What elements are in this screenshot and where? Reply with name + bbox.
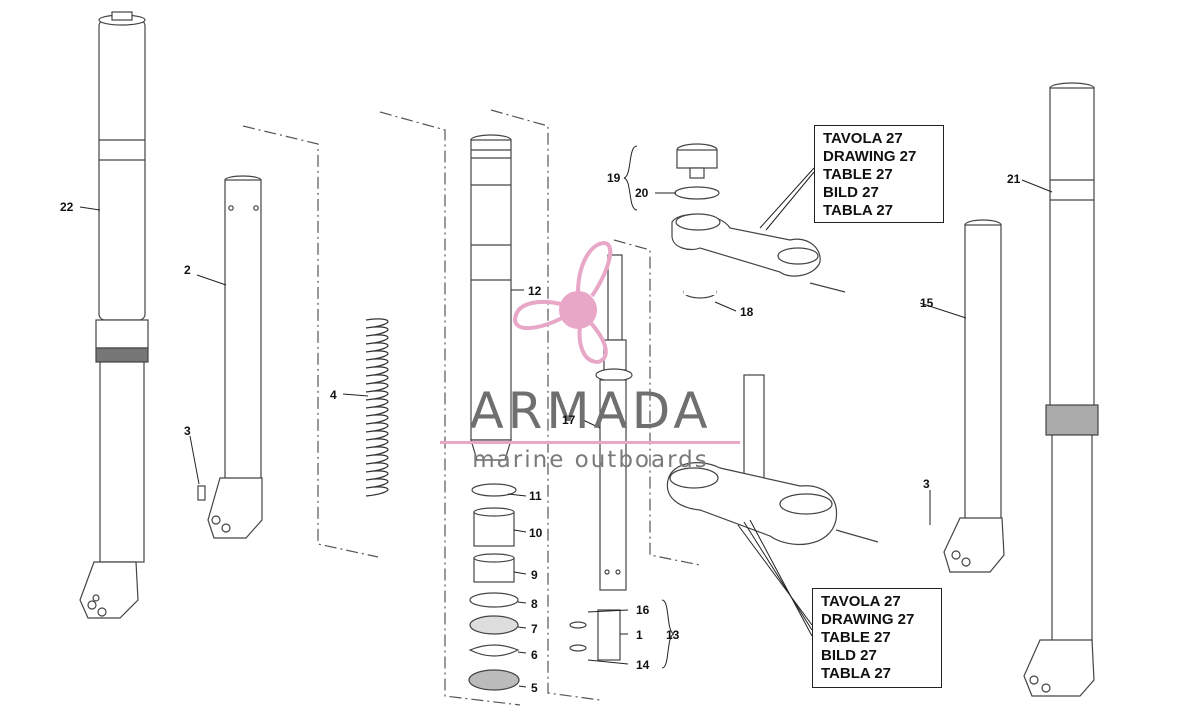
part-label-10[interactable]: 10 bbox=[529, 526, 543, 540]
part-label-17[interactable]: 17 bbox=[562, 413, 576, 427]
callout-top-line-4: BILD 27 bbox=[823, 184, 879, 201]
part-label-20[interactable]: 20 bbox=[635, 186, 649, 200]
watermark-name: ARMADA bbox=[469, 382, 712, 440]
part-label-2[interactable]: 2 bbox=[184, 263, 191, 277]
fork-seal-stack bbox=[468, 483, 520, 691]
part-label-19[interactable]: 19 bbox=[607, 171, 621, 185]
part-label-15[interactable]: 15 bbox=[920, 296, 934, 310]
watermark: ARMADA marine outboards bbox=[438, 382, 743, 477]
callout-top-line-5: TABLA 27 bbox=[823, 202, 894, 219]
upper-triple-clamp bbox=[671, 213, 846, 299]
outer-tube bbox=[470, 134, 512, 461]
part-label-6[interactable]: 6 bbox=[531, 648, 538, 662]
watermark-divider bbox=[440, 441, 740, 444]
part-label-14[interactable]: 14 bbox=[636, 658, 650, 672]
watermark-tagline: marine outboards bbox=[472, 447, 709, 473]
part-label-8[interactable]: 8 bbox=[531, 597, 538, 611]
part-label-5[interactable]: 5 bbox=[531, 681, 538, 695]
watermark-propeller-icon bbox=[512, 240, 613, 365]
part-label-13[interactable]: 13 bbox=[666, 628, 680, 642]
callout-bottom-line-5: TABLA 27 bbox=[821, 665, 892, 682]
inner-tube bbox=[197, 175, 263, 539]
fork-spring bbox=[365, 318, 389, 497]
part-label-11[interactable]: 11 bbox=[529, 489, 542, 503]
callout-bottom-line-2: DRAWING 27 bbox=[821, 611, 915, 628]
part-label-1[interactable]: 1 bbox=[636, 628, 643, 642]
part-label-22[interactable]: 22 bbox=[60, 200, 74, 214]
part-label-3-left[interactable]: 3 bbox=[184, 424, 191, 438]
part-label-16[interactable]: 16 bbox=[636, 603, 650, 617]
callout-top-line-1: TAVOLA 27 bbox=[823, 130, 903, 147]
damper-rod bbox=[595, 254, 633, 591]
part-label-12[interactable]: 12 bbox=[528, 284, 542, 298]
callout-bottom-line-1: TAVOLA 27 bbox=[821, 593, 901, 610]
callout-box-top[interactable]: TAVOLA 27 DRAWING 27 TABLE 27 BILD 27 TA… bbox=[814, 125, 944, 223]
callout-top-line-3: TABLE 27 bbox=[823, 166, 893, 183]
callout-top-line-2: DRAWING 27 bbox=[823, 148, 917, 165]
part-label-18[interactable]: 18 bbox=[740, 305, 754, 319]
part-label-4[interactable]: 4 bbox=[330, 388, 337, 402]
callout-bottom-line-4: BILD 27 bbox=[821, 647, 877, 664]
part-label-9[interactable]: 9 bbox=[531, 568, 538, 582]
callout-box-bottom[interactable]: TAVOLA 27 DRAWING 27 TABLE 27 BILD 27 TA… bbox=[812, 588, 942, 688]
part-label-21[interactable]: 21 bbox=[1007, 172, 1021, 186]
leader-lines bbox=[79, 145, 1053, 688]
part-label-3-right[interactable]: 3 bbox=[923, 477, 930, 491]
lower-triple-clamp bbox=[666, 374, 879, 546]
fork-leg-right-assembly bbox=[1023, 82, 1099, 697]
fork-leg-left-assembly bbox=[79, 11, 149, 619]
top-cap bbox=[674, 143, 720, 200]
callout-bottom-line-3: TABLE 27 bbox=[821, 629, 891, 646]
part-label-7[interactable]: 7 bbox=[531, 622, 538, 636]
valve-assembly bbox=[569, 609, 621, 661]
inner-tube-right bbox=[943, 219, 1005, 573]
construction-lines bbox=[242, 109, 701, 706]
